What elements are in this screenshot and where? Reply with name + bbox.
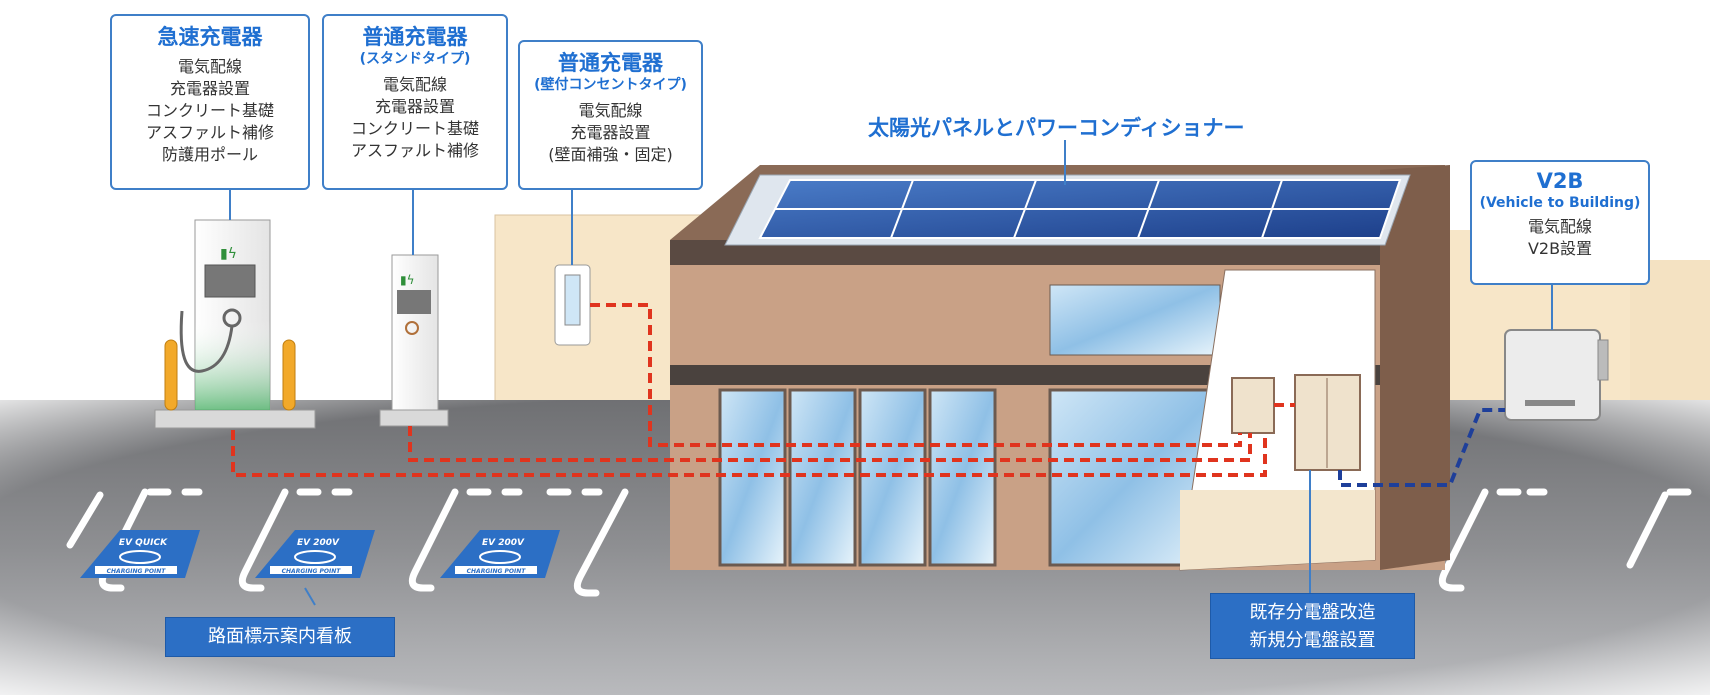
wall-charger-subtitle: (壁付コンセントタイプ): [534, 77, 687, 93]
solar-panel-label: 太陽光パネルとパワーコンディショナー: [868, 116, 1245, 140]
distribution-board-label-line: 既存分電盤改造: [1249, 602, 1376, 623]
storefront-glass: [718, 388, 1222, 567]
road-sign-quick-bottom: CHARGING POINT: [107, 568, 167, 575]
wall-charger-title: 普通充電器: [558, 51, 663, 75]
wiring-navy: [1338, 408, 1505, 487]
road-sign-label: 路面標示案内看板: [165, 617, 395, 657]
stand-charger: ▮ϟ: [379, 254, 449, 427]
stand-charger-item: 電気配線: [382, 75, 447, 94]
solar-panels: [724, 174, 1411, 246]
distribution-board-label-line: 新規分電盤設置: [1249, 630, 1376, 651]
quick-charger-item: 充電器設置: [169, 79, 250, 98]
v2b-unit: [1504, 329, 1609, 421]
stand-charger-callout: 普通充電器 (スタンドタイプ) 電気配線 充電器設置 コンクリート基礎 アスファ…: [322, 14, 508, 190]
road-sign-200v-2-bottom: CHARGING POINT: [467, 568, 527, 575]
svg-text:▮ϟ: ▮ϟ: [400, 273, 415, 287]
parking-lines: [66, 488, 1692, 597]
wiring-red: [231, 303, 1295, 477]
road-sign-200v-1: EV 200V CHARGING POINT: [255, 530, 375, 578]
quick-charger-item: アスファルト補修: [145, 123, 274, 142]
quick-charger-callout: 急速充電器 電気配線 充電器設置 コンクリート基礎 アスファルト補修 防護用ポー…: [110, 14, 310, 190]
distribution-board-label: 既存分電盤改造 新規分電盤設置: [1210, 593, 1415, 659]
wall-charger-item: 充電器設置: [570, 123, 651, 142]
wall-charger-item: 電気配線: [578, 101, 643, 120]
quick-charger-item: 防護用ポール: [161, 145, 258, 164]
quick-charger-item: 電気配線: [177, 57, 242, 76]
stand-charger-item: コンクリート基礎: [350, 119, 479, 138]
v2b-subtitle: (Vehicle to Building): [1479, 195, 1641, 211]
v2b-title: V2B: [1536, 169, 1584, 193]
v2b-item: V2B設置: [1527, 239, 1593, 258]
wall-charger: [554, 264, 591, 346]
distribution-boards: [1231, 374, 1361, 471]
road-sign-200v-1-bottom: CHARGING POINT: [282, 568, 342, 575]
wall-charger-item: (壁面補強・固定): [548, 145, 673, 164]
stand-charger-title: 普通充電器: [362, 25, 468, 49]
quick-charger-item: コンクリート基礎: [145, 101, 274, 120]
road-sign-quick-top: EV QUICK: [119, 538, 168, 548]
wall-charger-callout: 普通充電器 (壁付コンセントタイプ) 電気配線 充電器設置 (壁面補強・固定): [518, 40, 703, 190]
stand-charger-item: アスファルト補修: [350, 141, 479, 160]
v2b-callout: V2B (Vehicle to Building) 電気配線 V2B設置: [1470, 160, 1650, 285]
v2b-item: 電気配線: [1527, 217, 1592, 236]
leader-lines: [229, 140, 1553, 606]
stand-charger-item: 充電器設置: [374, 97, 455, 116]
stand-charger-subtitle: (スタンドタイプ): [359, 51, 471, 67]
road-sign-200v-2: EV 200V CHARGING POINT: [440, 530, 560, 578]
quick-charger-title: 急速充電器: [157, 25, 263, 49]
quick-charger: ▮ϟ: [154, 219, 316, 429]
road-sign-200v-1-top: EV 200V: [297, 538, 340, 548]
road-sign-quick: EV QUICK CHARGING POINT: [80, 530, 200, 578]
road-sign-200v-2-top: EV 200V: [482, 538, 525, 548]
svg-text:▮ϟ: ▮ϟ: [220, 246, 237, 262]
